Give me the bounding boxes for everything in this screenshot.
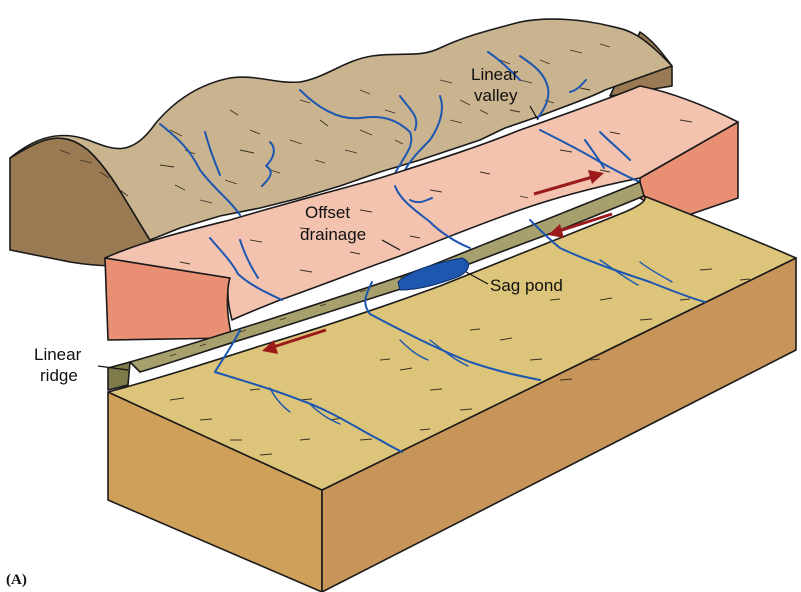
label-offset-drainage-line2: drainage — [300, 225, 366, 244]
front-texture — [169, 268, 751, 456]
front-streams — [214, 219, 706, 453]
hill-texture — [59, 43, 611, 204]
pink-block-top — [104, 85, 739, 321]
arrow-front-block-right — [548, 212, 613, 238]
sag-pond — [397, 257, 469, 291]
leader-offset-drainage — [381, 239, 401, 251]
leader-sag-pond — [465, 271, 489, 285]
pink-streams — [209, 129, 641, 301]
label-linear-valley-line1: Linear — [471, 65, 519, 84]
label-linear-ridge-line1: Linear — [34, 345, 82, 364]
panel-label: (A) — [6, 572, 27, 588]
label-offset-drainage-line1: Offset — [305, 203, 350, 222]
pink-block — [104, 85, 739, 341]
pink-texture — [179, 119, 693, 273]
leader-linear-valley — [529, 105, 539, 121]
arrow-right-block-top — [533, 170, 604, 196]
label-sag-pond: Sag pond — [490, 276, 563, 295]
arrow-front-block-left — [262, 328, 327, 354]
leader-linear-ridge — [97, 365, 129, 371]
leader-lines — [97, 105, 539, 371]
front-block-top — [107, 195, 797, 491]
hill-streams — [159, 51, 587, 216]
ridge-texture — [169, 195, 607, 357]
hill-block — [9, 18, 673, 267]
label-linear-valley-line2: valley — [474, 86, 518, 105]
front-block — [107, 195, 797, 592]
ridge-side-face — [107, 361, 131, 391]
motion-arrows — [262, 170, 613, 354]
label-linear-ridge-line2: ridge — [40, 366, 78, 385]
